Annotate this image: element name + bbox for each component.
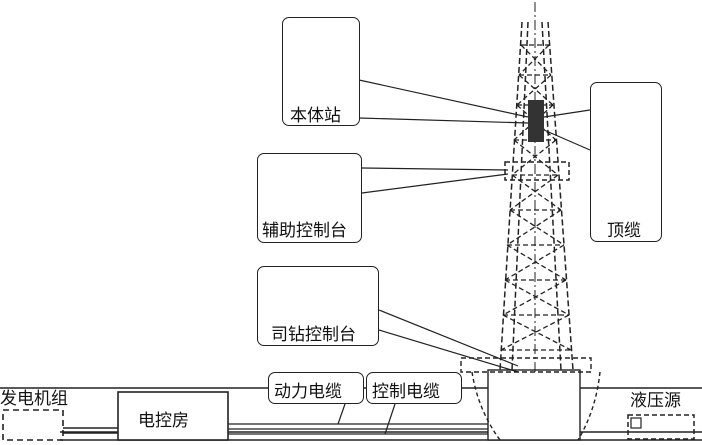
top-cable-callout [590,82,662,242]
hydraulic-source-outline [627,414,695,440]
drill-console-callout [257,266,379,346]
power-cable-callout [268,372,364,404]
control-room-box [117,391,229,441]
aux-console-callout [257,153,362,243]
generator-outline [2,409,64,441]
aux-console-label: 辅助控制台 [262,221,347,241]
top-cable-label: 顶缆 [607,221,641,241]
control-cable-label: 控制电缆 [372,382,440,402]
rig-base [460,357,601,441]
cable-run [228,423,498,435]
leader-lines [358,79,591,373]
hydraulic-source-label: 液压源 [630,391,681,411]
main-station-label: 本体站 [290,106,341,126]
control-room-label: 电控房 [138,411,189,431]
control-cable-callout [366,372,462,404]
main-station-callout [282,17,360,126]
drill-console-label: 司钻控制台 [271,325,356,345]
top-drive-block [528,100,544,142]
generator-label: 发电机组 [0,389,68,409]
monkey-board [504,161,570,181]
derrick-tower [499,21,574,371]
power-cable-label: 动力电缆 [274,382,342,402]
